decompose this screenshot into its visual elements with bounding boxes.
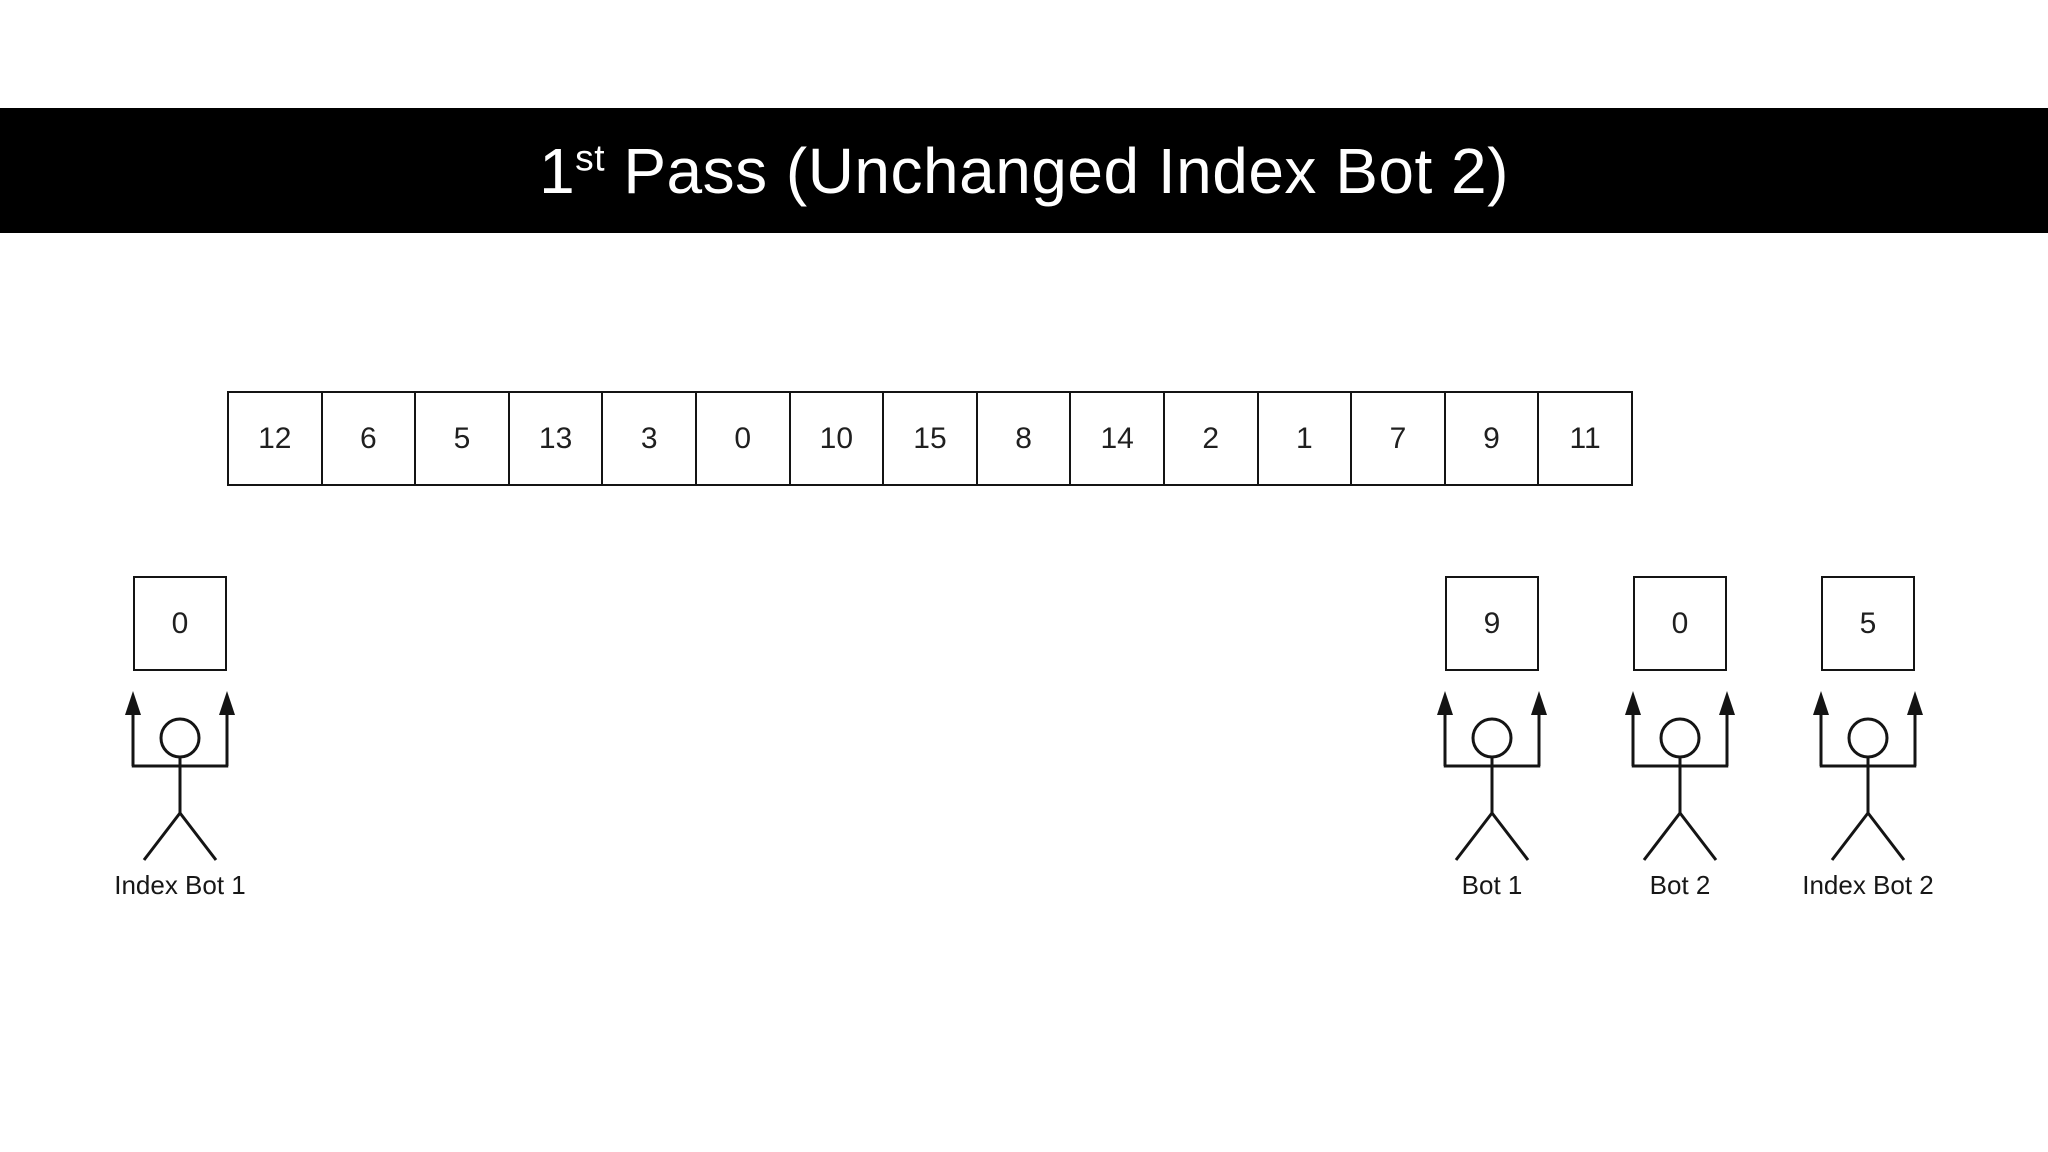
array-cell: 6 [323, 393, 417, 484]
left-up-arrowhead-icon [1625, 691, 1641, 715]
array-cell: 3 [603, 393, 697, 484]
right-up-arrowhead-icon [1907, 691, 1923, 715]
head-circle [1471, 717, 1513, 759]
stick-figure-robot-icon [1437, 691, 1547, 861]
array-cell-value: 0 [734, 421, 752, 455]
title-ordinal-suffix: st [575, 136, 606, 179]
array-cell-value: 3 [640, 421, 658, 455]
right-leg-line [1866, 812, 1906, 861]
array-cell: 8 [978, 393, 1072, 484]
bot-index-bot-2: 5 Index Bot 2 [1788, 576, 1948, 911]
bot-value-box: 0 [1633, 576, 1727, 671]
bot-bot-2: 0 Bot 2 [1600, 576, 1760, 911]
array-cell: 2 [1165, 393, 1259, 484]
right-leg-line [1490, 812, 1530, 861]
title-bar: 1st Pass (Unchanged Index Bot 2) [0, 108, 2048, 233]
left-up-arrowhead-icon [125, 691, 141, 715]
array-cell-value: 11 [1569, 421, 1601, 455]
array-cell-value: 7 [1389, 421, 1407, 455]
array-cell: 0 [697, 393, 791, 484]
array-cell-value: 5 [453, 421, 471, 455]
array-cell: 10 [791, 393, 885, 484]
left-leg-line [1830, 812, 1870, 861]
bot-label: Bot 2 [1649, 870, 1711, 900]
array-cell-value: 14 [1100, 421, 1134, 455]
array-cell-value: 9 [1483, 421, 1500, 455]
array-cell-value: 6 [360, 421, 377, 455]
array-cell: 13 [510, 393, 604, 484]
head-circle [159, 717, 201, 759]
stick-figure-robot-icon [125, 691, 235, 861]
head-circle [1847, 717, 1889, 759]
stick-figure-robot-icon [1625, 691, 1735, 861]
bot-label: Index Bot 2 [1802, 870, 1934, 900]
right-up-arrowhead-icon [1531, 691, 1547, 715]
slide-title: 1st Pass (Unchanged Index Bot 2) [539, 139, 1509, 203]
bot-label: Bot 1 [1461, 870, 1523, 900]
bot-value-box: 0 [133, 576, 227, 671]
array-cell-value: 8 [1015, 421, 1032, 455]
array-cell: 7 [1352, 393, 1446, 484]
left-up-arrowhead-icon [1813, 691, 1829, 715]
array-cell: 9 [1446, 393, 1540, 484]
right-leg-line [178, 812, 218, 861]
left-leg-line [142, 812, 182, 861]
title-rest: Pass (Unchanged Index Bot 2) [605, 134, 1509, 207]
bot-value-box: 9 [1445, 576, 1539, 671]
array-cell: 11 [1539, 393, 1631, 484]
bot-value: 0 [1671, 606, 1689, 640]
title-number: 1 [539, 134, 576, 207]
array-cell: 5 [416, 393, 510, 484]
array-cell: 14 [1071, 393, 1165, 484]
bot-value: 9 [1483, 606, 1501, 640]
array-cell: 1 [1259, 393, 1353, 484]
left-leg-line [1642, 812, 1682, 861]
right-up-arrowhead-icon [219, 691, 235, 715]
array-cell-value: 1 [1295, 421, 1313, 455]
bot-value: 0 [171, 606, 189, 640]
array-cell-value: 10 [819, 421, 854, 455]
bot-value: 5 [1859, 606, 1877, 640]
stick-figure-robot-icon [1813, 691, 1923, 861]
bot-index-bot-1: 0 Index Bot 1 [100, 576, 260, 911]
bot-label: Index Bot 1 [114, 870, 246, 900]
array-cell-value: 13 [538, 421, 573, 455]
array-cell-value: 15 [913, 421, 947, 455]
number-array: 12 6 5 13 3 0 10 15 8 14 2 1 7 9 11 [227, 391, 1633, 486]
array-cell: 15 [884, 393, 978, 484]
array-cell-value: 12 [258, 421, 292, 455]
bot-value-box: 5 [1821, 576, 1915, 671]
left-up-arrowhead-icon [1437, 691, 1453, 715]
right-up-arrowhead-icon [1719, 691, 1735, 715]
array-cell-value: 2 [1202, 421, 1220, 455]
array-cell: 12 [229, 393, 323, 484]
bot-bot-1: 9 Bot 1 [1412, 576, 1572, 911]
right-leg-line [1678, 812, 1718, 861]
head-circle [1659, 717, 1701, 759]
left-leg-line [1454, 812, 1494, 861]
